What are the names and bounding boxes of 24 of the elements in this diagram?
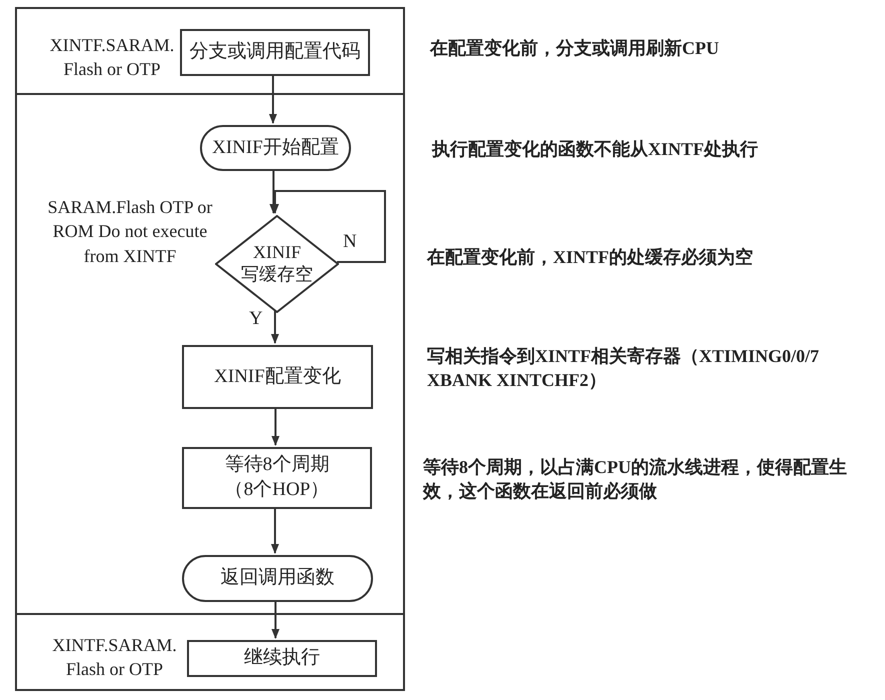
annotation-text: 等待8个周期，以占满CPU的流水线进程，使得配置生效，这个函数在返回前必须做 xyxy=(423,456,848,504)
process-box: XINIF配置变化 xyxy=(182,345,373,409)
process-box: 继续执行 xyxy=(187,640,377,677)
process-box: 分支或调用配置代码 xyxy=(180,29,370,76)
lane-label: XINTF.SARAM. Flash or OTP xyxy=(51,634,178,682)
lane-band xyxy=(15,613,405,691)
lane-label: XINTF.SARAM. Flash or OTP xyxy=(48,34,176,82)
arrow xyxy=(271,507,279,554)
lane-band xyxy=(15,7,405,95)
arrow xyxy=(272,407,280,446)
arrow xyxy=(270,169,278,214)
annotation-text: 执行配置变化的函数不能从XINTF处执行 xyxy=(432,138,760,161)
annotation-text: 在配置变化前，分支或调用刷新CPU xyxy=(430,37,720,60)
decision-diamond: XINIF 写缓存空 xyxy=(215,215,339,313)
arrow xyxy=(271,311,279,344)
terminal-box: 返回调用函数 xyxy=(182,555,373,602)
lane-label: SARAM.Flash OTP or ROM Do not execute from XINTF xyxy=(46,196,214,268)
terminal-box: XINIF开始配置 xyxy=(200,125,351,171)
annotation-text: 在配置变化前，XINTF的处缓存必须为空 xyxy=(427,246,754,269)
arrow xyxy=(272,600,280,639)
process-box: 等待8个周期（8个HOP） xyxy=(182,447,372,509)
annotation-text: 写相关指令到XINTF相关寄存器（XTIMING0/0/7 XBANK XINTCHF2） xyxy=(427,345,820,392)
arrow xyxy=(269,74,277,124)
lane-band xyxy=(15,93,405,615)
